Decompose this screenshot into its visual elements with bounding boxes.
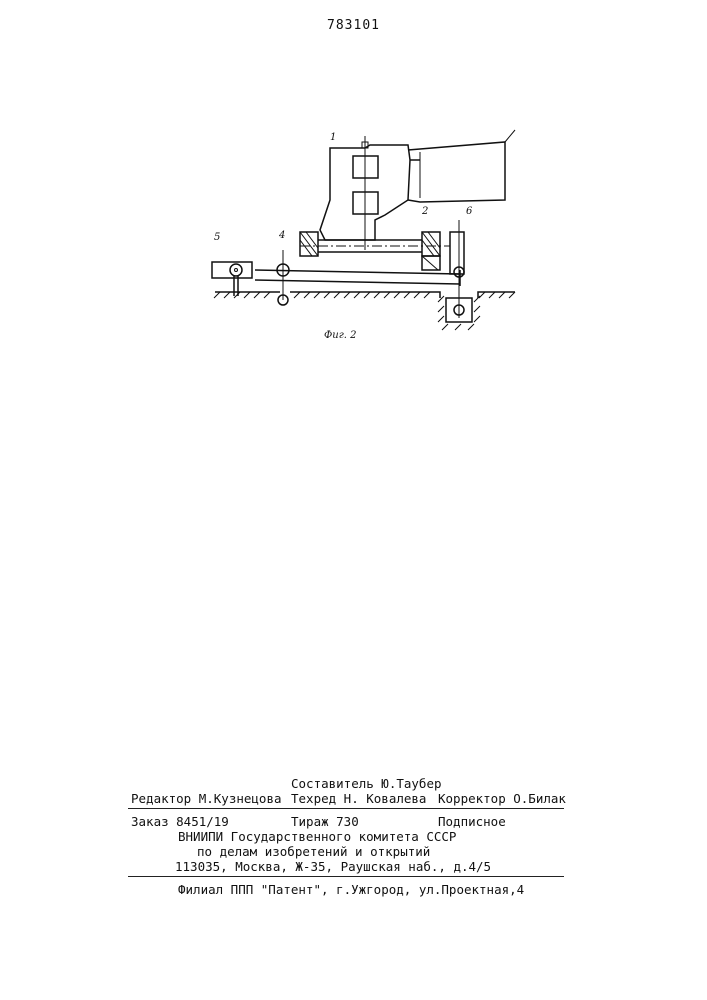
branch: Филиал ППП "Патент", г.Ужгород, ул.Проек… xyxy=(178,882,524,897)
circulation: Тираж 730 xyxy=(291,814,359,829)
patent-number: 783101 xyxy=(0,18,707,33)
divider-top xyxy=(128,808,564,809)
compiler: Составитель Ю.Таубер xyxy=(291,776,442,791)
divider-bottom xyxy=(128,876,564,877)
address: 113035, Москва, Ж-35, Раушская наб., д.4… xyxy=(175,859,491,874)
label-1: 1 xyxy=(330,132,336,143)
editor: Редактор М.Кузнецова xyxy=(131,791,282,806)
org-line-1: ВНИИПИ Государственного комитета СССР xyxy=(178,829,456,844)
label-2: 2 xyxy=(421,206,428,217)
lever-bar xyxy=(212,220,472,322)
techred: Техред Н. Ковалева xyxy=(291,791,426,806)
corrector: Корректор О.Билак xyxy=(438,791,566,806)
label-6: 6 xyxy=(466,206,473,217)
org-line-2: по делам изобретений и открытий xyxy=(197,844,430,859)
label-4: 4 xyxy=(278,230,285,241)
figure-caption: Фиг. 2 xyxy=(324,330,357,341)
subscription: Подписное xyxy=(438,814,506,829)
order: Заказ 8451/19 xyxy=(131,814,229,829)
part-labels: 1 2 4 5 6 Фиг. 2 xyxy=(214,132,473,341)
label-5: 5 xyxy=(214,232,220,243)
clamp-head xyxy=(320,130,515,250)
technical-drawing-fig2: 1 2 4 5 6 Фиг. 2 xyxy=(170,120,540,360)
